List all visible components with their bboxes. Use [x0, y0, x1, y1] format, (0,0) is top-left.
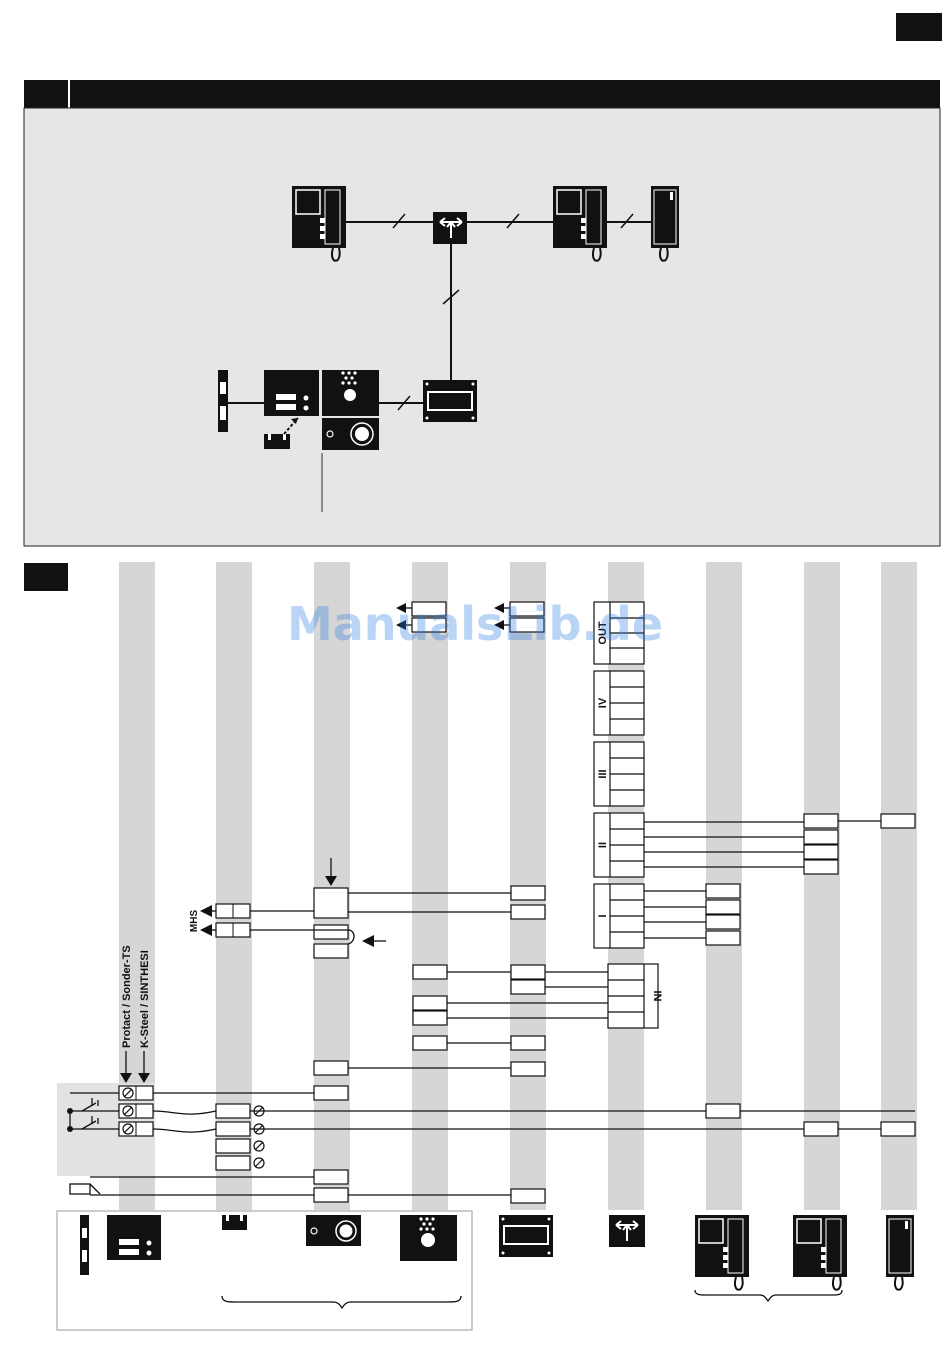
distributor-icon	[609, 1215, 645, 1247]
label-i: I	[597, 914, 609, 917]
label-iii: III	[597, 769, 609, 778]
video-monitor-icon	[793, 1215, 847, 1290]
video-monitor-icon	[695, 1215, 749, 1290]
power-supply-icon	[423, 380, 477, 422]
power-supply-icon	[499, 1215, 553, 1257]
braces	[222, 1290, 842, 1308]
distributor-icon	[433, 212, 467, 244]
page-marker	[896, 13, 942, 41]
camera-module-icon	[322, 418, 379, 450]
card-reader-icon	[222, 1215, 247, 1230]
call-button-module-icon	[107, 1215, 161, 1260]
label-iv: IV	[597, 697, 609, 708]
label-protact: Protact / Sonder-TS	[121, 945, 133, 1048]
speaker-module-icon	[400, 1215, 457, 1261]
camera-module-icon	[306, 1215, 361, 1246]
overview-header-bar	[24, 80, 940, 108]
speaker-module-icon	[322, 370, 379, 416]
handset-icon	[886, 1215, 914, 1290]
door-opener-icon	[80, 1215, 89, 1275]
wires	[70, 608, 915, 1195]
door-opener-icon	[218, 370, 228, 432]
label-mhs: MHS	[189, 910, 200, 933]
overview-panel	[24, 108, 940, 546]
watermark-text: ManualsLib.de	[287, 597, 663, 651]
label-in: IN	[651, 991, 663, 1002]
wiring-header-bar	[24, 563, 68, 591]
overview-section	[24, 80, 940, 546]
label-ii: II	[597, 842, 609, 848]
label-ksteel: K-Steel / SINTHESI	[139, 950, 151, 1048]
call-button-module-icon	[264, 370, 319, 416]
